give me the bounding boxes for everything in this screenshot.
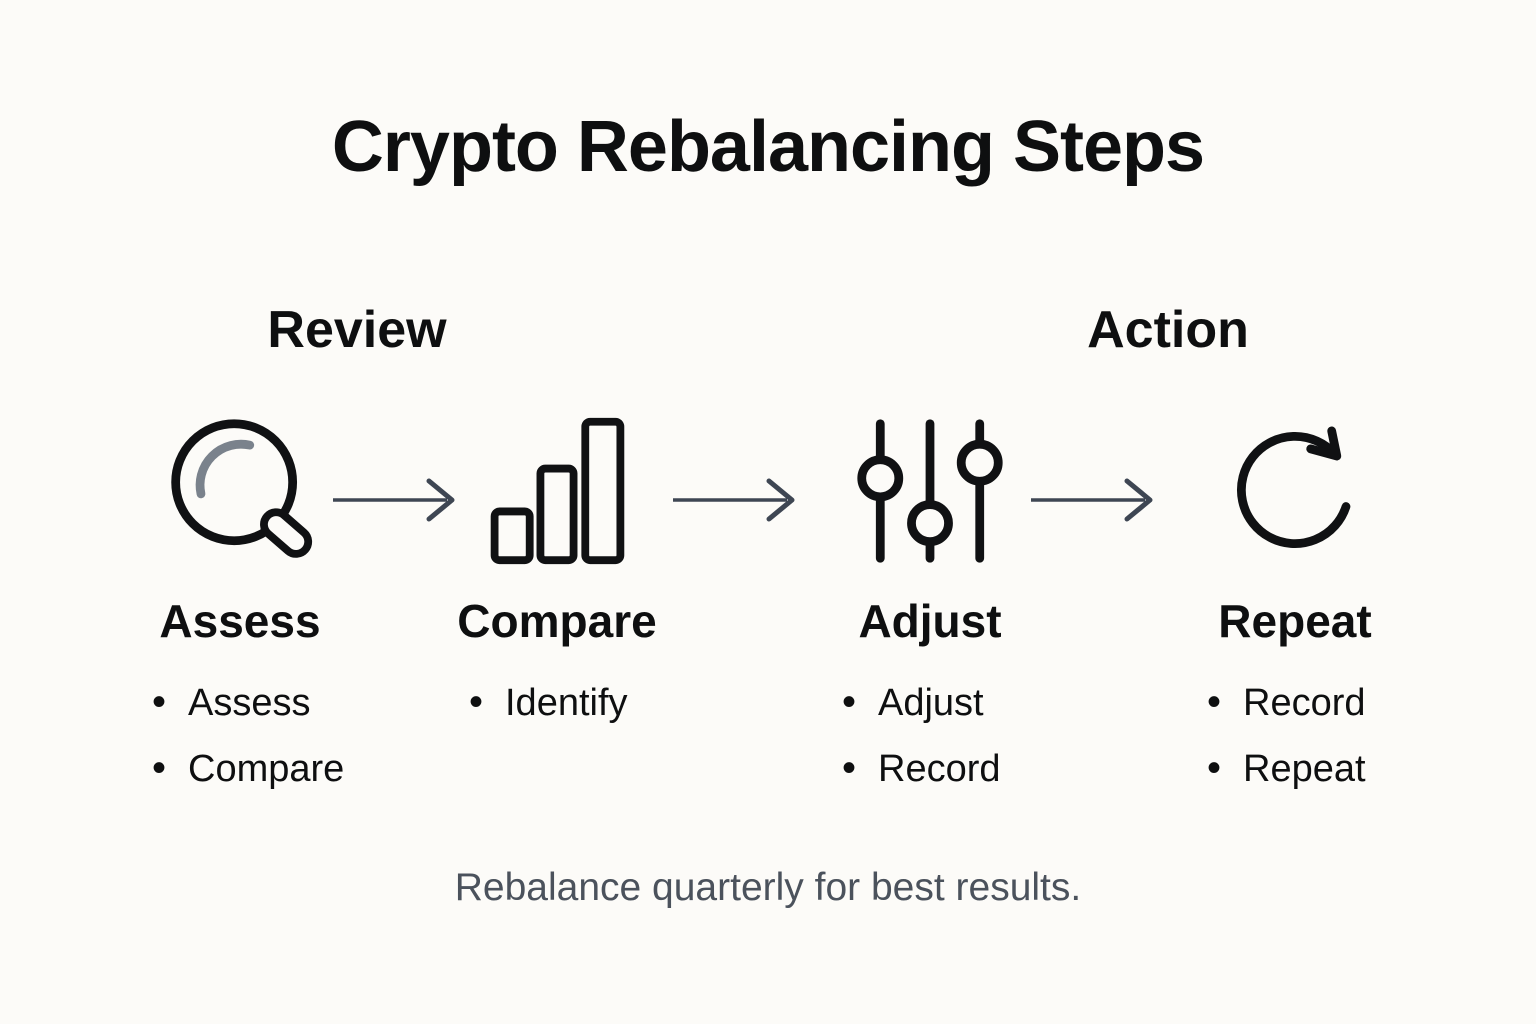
flow-arrow-icon xyxy=(330,470,460,535)
step-bullet-list: Adjust Record xyxy=(780,682,1080,788)
step-repeat: Repeat Record Repeat xyxy=(1145,412,1445,816)
step-label: Adjust xyxy=(858,595,1002,647)
bullet-item: Repeat xyxy=(1207,748,1445,788)
step-label: Assess xyxy=(159,595,321,647)
flow-arrow-icon xyxy=(670,470,800,535)
step-adjust: Adjust Adjust Record xyxy=(780,412,1080,816)
step-compare: Compare Identify xyxy=(407,412,707,750)
bullet-item: Adjust xyxy=(842,682,1080,722)
repeat-icon xyxy=(1145,412,1445,568)
bullet-item: Assess xyxy=(152,682,390,722)
step-bullet-list: Assess Compare xyxy=(90,682,390,788)
sliders-icon xyxy=(780,412,1080,568)
bullet-item: Record xyxy=(1207,682,1445,722)
group-header-action: Action xyxy=(1087,301,1249,359)
step-label: Compare xyxy=(457,595,657,647)
group-header-review: Review xyxy=(267,301,447,359)
flow-arrow-icon xyxy=(1028,470,1158,535)
step-bullet-list: Record Repeat xyxy=(1145,682,1445,788)
step-assess: Assess Assess Compare xyxy=(90,412,390,816)
bullet-item: Compare xyxy=(152,748,390,788)
bar-chart-icon xyxy=(407,412,707,568)
footer-note: Rebalance quarterly for best results. xyxy=(454,866,1082,909)
step-label: Repeat xyxy=(1218,595,1372,647)
magnifier-icon xyxy=(90,412,390,568)
page-title: Crypto Rebalancing Steps xyxy=(331,107,1205,187)
step-bullet-list: Identify xyxy=(407,682,707,722)
bullet-item: Record xyxy=(842,748,1080,788)
bullet-item: Identify xyxy=(469,682,707,722)
